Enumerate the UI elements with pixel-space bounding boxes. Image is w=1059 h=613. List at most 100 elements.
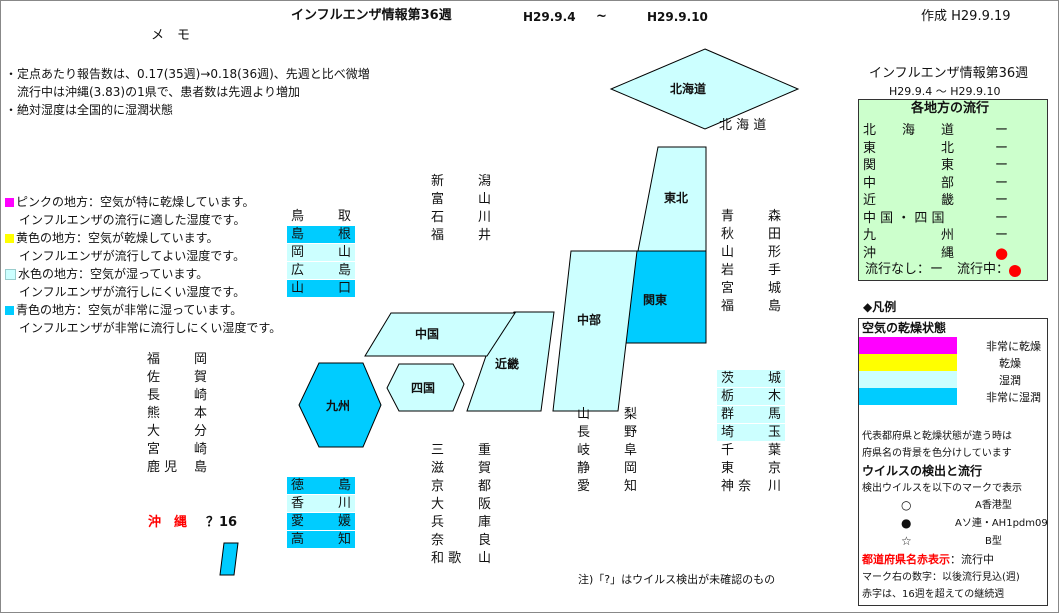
prefecture-kinki-6: 和 歌山 xyxy=(427,550,495,567)
level-swatch-very-humid xyxy=(859,388,957,405)
prefecture-char-1: 福 xyxy=(431,228,445,243)
prefecture-char-1: 奈 xyxy=(431,533,445,548)
prefecture-char-2: 川 xyxy=(767,479,781,494)
level-humid: 湿潤 xyxy=(999,374,1021,387)
region-label-kinki: 近畿 xyxy=(495,357,520,371)
prefecture-char-1: 滋 xyxy=(431,461,445,476)
prefecture-char-2: 玉 xyxy=(767,425,781,440)
created-date: 作成 H29.9.19 xyxy=(921,9,1011,24)
level-swatch-humid xyxy=(859,371,957,388)
prefecture-shikoku-3: 高知 xyxy=(287,531,355,548)
prefecture-char-2: 田 xyxy=(767,227,781,242)
prefecture-char-2: 山 xyxy=(477,192,491,207)
number-desc: マーク右の数字：以後流行見込(週) xyxy=(862,572,1020,583)
prefecture-char-2: 城 xyxy=(767,371,781,386)
status-value: ー xyxy=(995,123,1009,138)
prefecture-char-1: 愛 xyxy=(577,479,591,494)
region-label-kanto: 関東 xyxy=(643,293,668,307)
prefecture-chubu-3: 静岡 xyxy=(573,460,641,477)
prefecture-char-2: 木 xyxy=(767,389,781,404)
prefecture-tohoku-4: 宮城 xyxy=(717,280,785,297)
prefecture-shikoku-0: 徳島 xyxy=(287,477,355,494)
prefecture-chubu-1: 長野 xyxy=(573,424,641,441)
prefecture-char-1: 青 xyxy=(721,209,735,224)
prefecture-char-1: 神 奈 xyxy=(721,479,752,494)
prefecture-tohoku-3: 岩手 xyxy=(717,262,785,279)
region-hokkaido xyxy=(609,48,800,130)
prefecture-tohoku-1: 秋田 xyxy=(717,226,785,243)
status-row: 九 州ー xyxy=(863,227,1043,244)
pink-swatch xyxy=(5,198,14,207)
prefecture-shikoku-2: 愛媛 xyxy=(287,513,355,530)
prefecture-kanto-0: 茨城 xyxy=(717,370,785,387)
status-value: ー xyxy=(995,228,1009,243)
table-title: 各地方の流行 xyxy=(911,101,990,116)
panel-title: インフルエンザ情報第36週 xyxy=(869,66,1029,81)
prefecture-char-1: 鳥 xyxy=(291,209,305,224)
region-status-table: 各地方の流行 北 海 道ー東 北ー関 東ー中 部ー近 畿ー中 国 ・ 四 国ー九… xyxy=(858,99,1048,281)
prefecture-char-1: 栃 xyxy=(721,389,735,404)
prefecture-char-2: 崎 xyxy=(193,388,207,403)
prefecture-char-1: 富 xyxy=(431,192,445,207)
red-note: 都道府県名赤表示：流行中 xyxy=(862,553,994,566)
prefecture-char-2: 良 xyxy=(477,533,491,548)
prefecture-char-1: 大 xyxy=(147,424,161,439)
virus-title: ウイルスの検出と流行 xyxy=(862,464,983,478)
region-label-hokkaido: 北海道 xyxy=(670,82,707,96)
prefecture-chugoku-2: 岡山 xyxy=(287,244,355,261)
mark-b-label: B型 xyxy=(985,536,1002,547)
prefecture-char-2: 島 xyxy=(193,460,207,475)
prefecture-chugoku-0: 鳥取 xyxy=(287,208,355,225)
mark-hongkong-icon: ○ xyxy=(901,498,912,512)
prefecture-char-2: 山 xyxy=(337,245,351,260)
prefecture-char-1: 東 xyxy=(721,461,735,476)
prefecture-kanto-1: 栃木 xyxy=(717,388,785,405)
level-dry: 乾燥 xyxy=(999,357,1021,370)
prefecture-tohoku-2: 山形 xyxy=(717,244,785,261)
mark-hongkong-label: A香港型 xyxy=(975,500,1012,511)
mark-soviet-icon: ● xyxy=(901,516,912,530)
prefecture-char-1: 長 xyxy=(577,425,591,440)
prefecture-char-1: 埼 xyxy=(721,425,735,440)
prefecture-tohoku-5: 福島 xyxy=(717,298,785,315)
note: 注)「?」はウイルス検出が未確認のもの xyxy=(578,573,776,586)
virus-desc: 検出ウイルスを以下のマークで表示 xyxy=(862,483,1022,494)
status-region-name: 沖 縄 xyxy=(863,245,955,261)
prefecture-char-1: 佐 xyxy=(147,370,161,385)
prefecture-char-2: 重 xyxy=(477,443,491,458)
region-okinawa xyxy=(219,542,239,576)
legend-blue-sub: インフルエンザが非常に流行しにくい湿度です。 xyxy=(19,321,282,335)
region-label-chugoku: 中国 xyxy=(415,327,440,341)
region-chubu xyxy=(552,250,638,412)
prefecture-chugoku-1: 島根 xyxy=(287,226,355,243)
mark-b-icon: ☆ xyxy=(901,534,912,548)
prefecture-chubu-4: 愛知 xyxy=(573,478,641,495)
prefecture-char-2: 取 xyxy=(337,209,351,224)
prefecture-char-1: 福 xyxy=(721,299,735,314)
prefecture-char-2: 知 xyxy=(623,479,637,494)
prefecture-chugoku-3: 広島 xyxy=(287,262,355,279)
cyan-swatch xyxy=(5,269,16,280)
prefecture-kanto-2: 群馬 xyxy=(717,406,785,423)
status-value: ー xyxy=(995,193,1009,208)
legend-yellow: 黄色の地方：空気が乾燥しています。 xyxy=(5,229,218,246)
prefecture-char-1: 高 xyxy=(291,532,305,547)
memo-line-1: ・定点あたり報告数は、0.17(35週)→0.18(36週)、先週と比べ微増 xyxy=(5,67,370,81)
prefecture-kinki-1: 滋賀 xyxy=(427,460,495,477)
prefecture-char-2: 賀 xyxy=(477,461,491,476)
status-row: 北 海 道ー xyxy=(863,122,1043,139)
status-row: 関 東ー xyxy=(863,157,1043,174)
status-region-name: 中 部 xyxy=(863,175,955,191)
prefecture-char-1: 香 xyxy=(291,496,305,511)
prefecture-char-2: 形 xyxy=(767,245,781,260)
prefecture-char-1: 愛 xyxy=(291,514,305,529)
prefecture-char-1: 島 xyxy=(291,227,305,242)
prefecture-char-1: 福 xyxy=(147,352,161,367)
prefecture-char-2: 梨 xyxy=(623,407,637,422)
prefecture-char-1: 広 xyxy=(291,263,305,278)
prefecture-char-1: 千 xyxy=(721,443,735,458)
prefecture-char-2: 島 xyxy=(337,263,351,278)
legend-pink: ピンクの地方：空気が特に乾燥しています。 xyxy=(5,193,254,210)
date-tilde: ~ xyxy=(596,9,607,24)
prefecture-char-2: 阪 xyxy=(477,497,491,512)
